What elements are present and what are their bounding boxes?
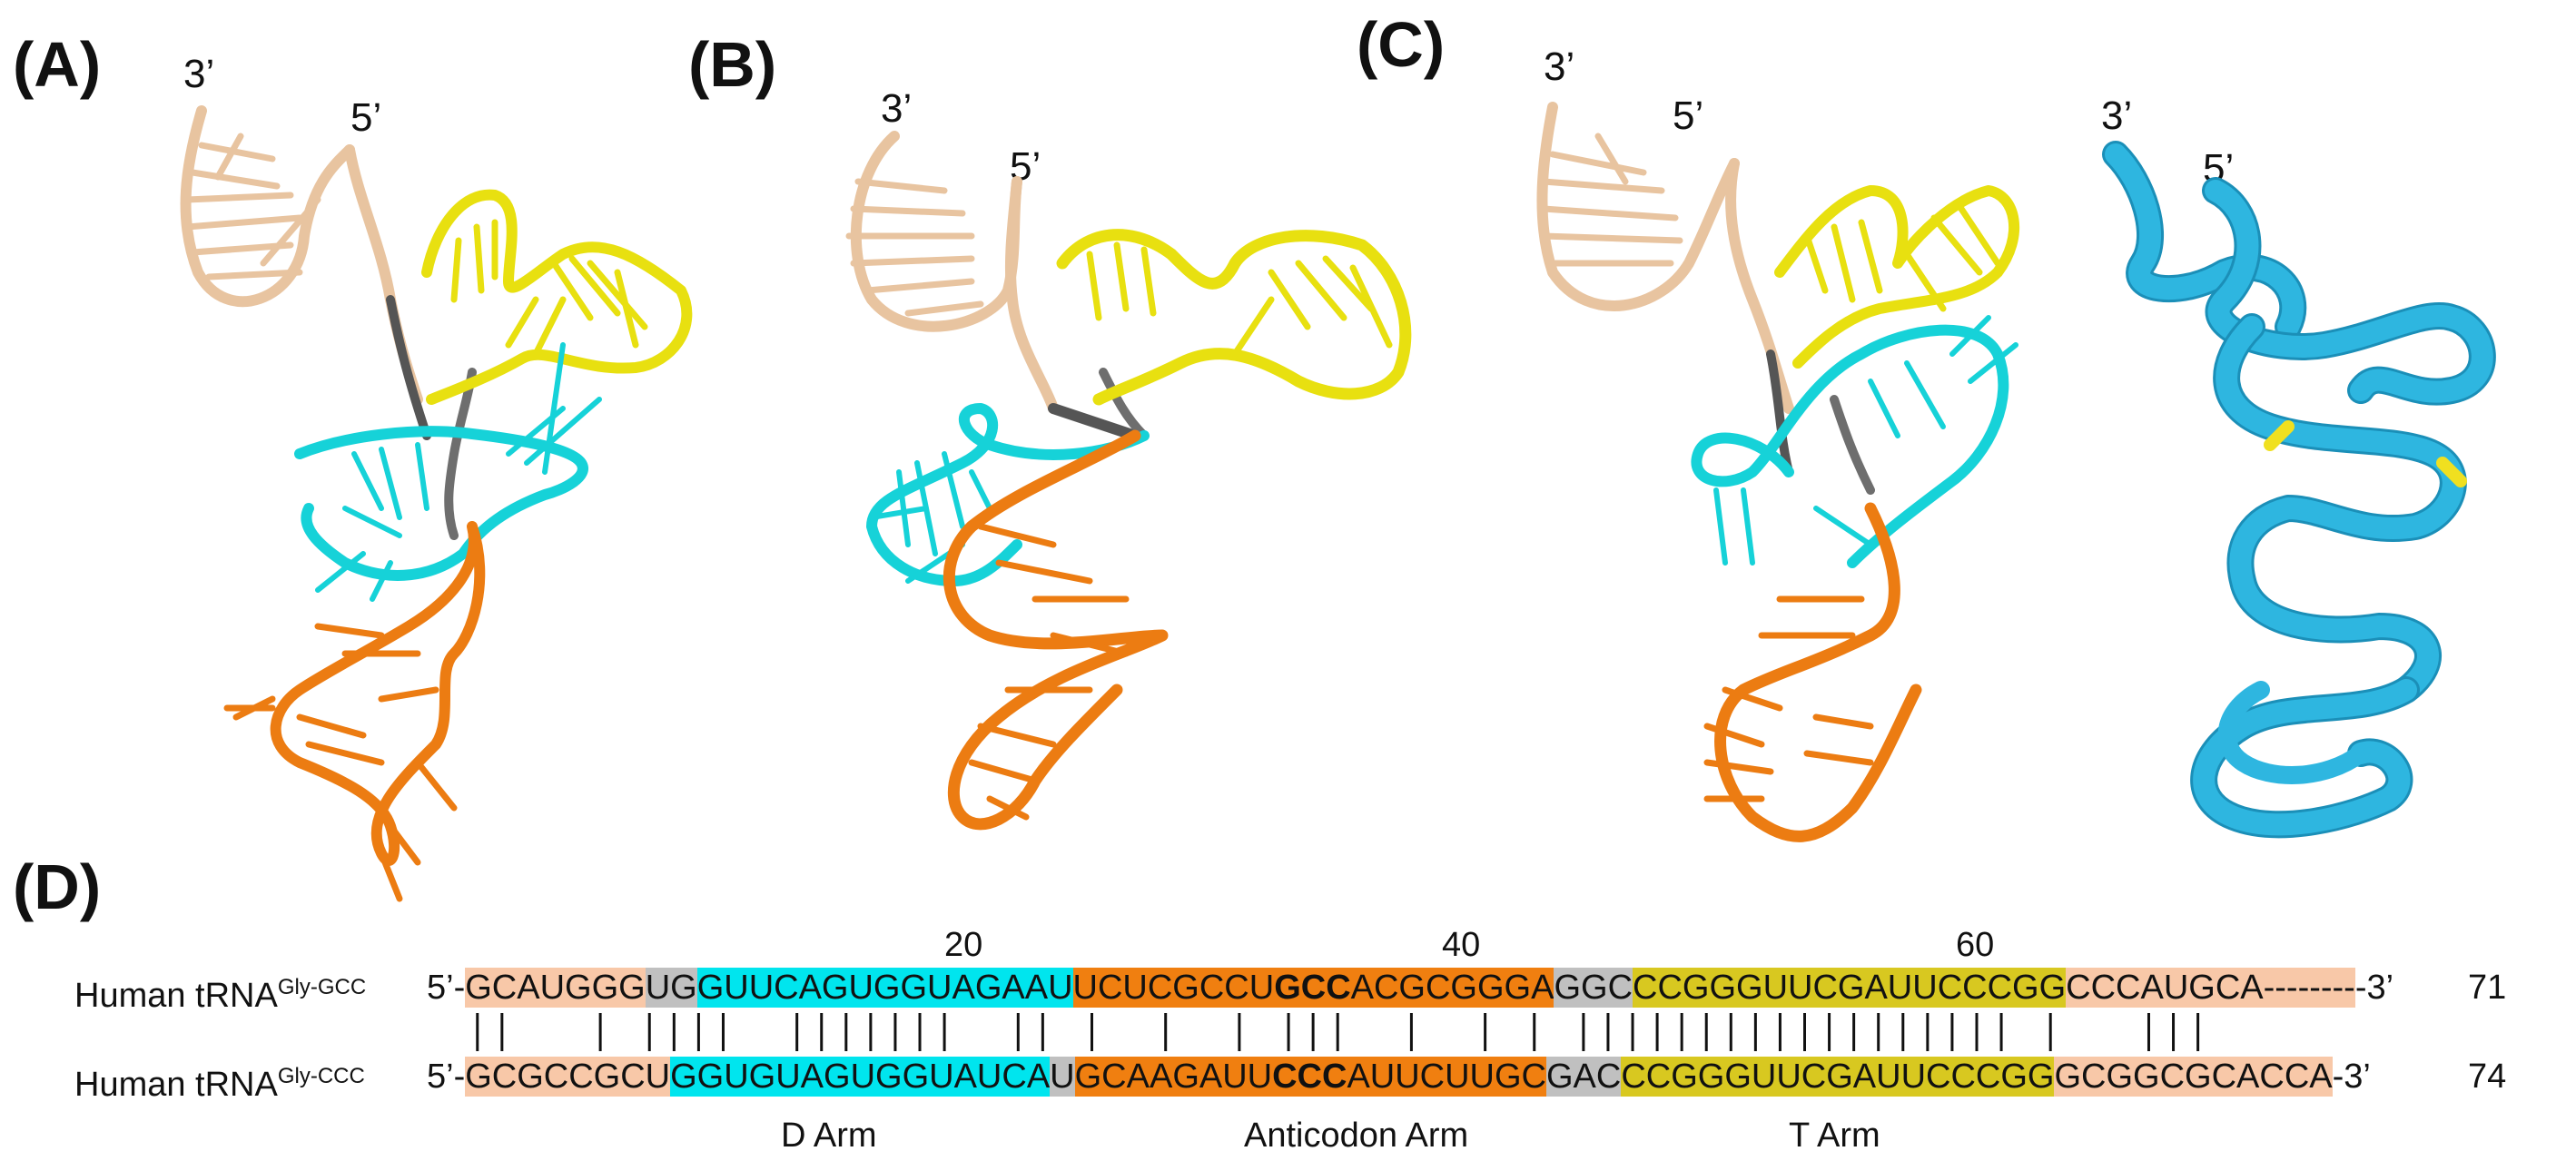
row2-segment-linker: U [1050,1057,1075,1097]
row1-segment-d_arm: GUUCAGUGGUAGAAU [696,968,1073,1008]
row2-segment-linker: GAC [1546,1057,1622,1097]
panel-a-trna-structure [180,105,693,902]
row2-isotype: Gly-CCC [277,1064,365,1088]
panel-label-b: (B) [688,29,777,100]
row1-suffix: -3’ [2354,969,2394,1007]
row1-segment-acceptor: CCCAUGCA-------- [2066,968,2355,1008]
panel-a-3prime-label: 3’ [183,52,215,96]
row2-segment-anticodon: CCC [1272,1057,1347,1097]
panel-label-a: (A) [13,29,102,100]
row2-sequence: 5’- GCGCCGCUGGUGUAGUGGUAUCAUGCAAGAUUCCCA… [427,1057,2371,1097]
row1-segment-anticodon: UCUCGCCU [1072,968,1275,1008]
row2-segment-anticodon: GCAAGAUU [1074,1057,1273,1097]
row2-segment-acceptor: GCGGCGCACCA [2054,1057,2333,1097]
row2-segment-anticodon: AUUCUUGC [1347,1057,1546,1097]
row1-name: Human tRNA [74,977,278,1015]
row2-segment-d_arm: GGUGUAGUGGUAUCA [670,1057,1051,1097]
row2-segment-acceptor: GCGCCGCU [465,1057,671,1097]
row2-prefix: 5’- [427,1058,466,1096]
panel-a-5prime-label: 5’ [350,95,382,140]
protein-3prime-label: 3’ [2101,93,2133,138]
row2-segments: GCGCCGCUGGUGUAGUGGUAUCAUGCAAGAUUCCCAUUCU… [465,1057,2333,1097]
row1-segment-linker: GGC [1554,968,1633,1008]
row1-segments: GCAUGGGUGGUUCAGUGGUAGAAUUCUCGCCUGCCACGCG… [465,968,2355,1008]
row1-label: Human tRNAGly-GCC [74,968,366,1016]
position-label-60: 60 [1956,926,1995,964]
row1-segment-anticodon: GCC [1274,968,1351,1008]
t-arm-label: T Arm [1789,1117,1880,1155]
row1-segment-acceptor: GCAUGGG [465,968,646,1008]
protein-ribbon-structure [2102,141,2496,839]
position-label-20: 20 [944,926,983,964]
panel-c-3prime-label: 3’ [1544,44,1575,89]
row2-segment-t_arm: CCGGGUUCGAUUCCCGG [1621,1057,2055,1097]
row2-label: Human tRNAGly-CCC [74,1057,365,1105]
row2-name: Human tRNA [74,1066,278,1104]
position-label-40: 40 [1442,926,1481,964]
panel-b-trna-structure [845,131,1412,831]
row1-sequence: 5’- GCAUGGGUGGUUCAGUGGUAGAAUUCUCGCCUGCCA… [427,968,2393,1008]
panel-label-d: (D) [13,851,102,922]
row1-isotype: Gly-GCC [277,975,367,999]
row1-segment-anticodon: ACGCGGGA [1350,968,1554,1008]
row2-length: 74 [2468,1058,2507,1096]
row1-length: 71 [2468,969,2507,1007]
panel-c-trna-structure [1536,102,2020,842]
row2-suffix: -3’ [2332,1058,2371,1096]
row1-prefix: 5’- [427,969,466,1007]
panel-label-c: (C) [1357,9,1446,80]
panel-b-3prime-label: 3’ [881,86,913,131]
anticodon-arm-label: Anticodon Arm [1244,1117,1469,1155]
row1-segment-t_arm: CCGGGUUCGAUUCCCGG [1633,968,2067,1008]
panel-c-5prime-label: 5’ [1673,93,1704,138]
row1-segment-linker: UG [645,968,697,1008]
d-arm-label: D Arm [781,1117,877,1155]
